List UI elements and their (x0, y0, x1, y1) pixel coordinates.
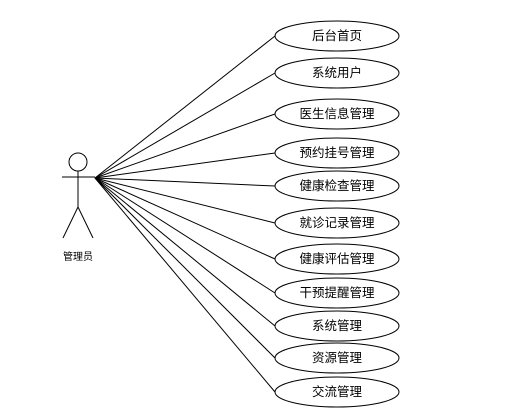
association-lines (94, 35, 276, 393)
use-case-label: 系统管理 (311, 318, 362, 333)
use-case-label: 医生信息管理 (299, 106, 375, 121)
association-line (94, 177, 276, 393)
association-line (94, 177, 276, 327)
actor-left-leg (62, 206, 79, 239)
use-case-ellipse (274, 137, 400, 169)
actor-label: 管理员 (63, 252, 93, 263)
use-case-label: 健康评估管理 (299, 251, 375, 266)
use-case-ellipse (274, 170, 400, 202)
association-line (94, 177, 276, 359)
use-case-ellipse (274, 310, 400, 342)
use-case-ellipses (274, 20, 400, 408)
use-case-label: 预约挂号管理 (299, 145, 375, 160)
association-line (94, 177, 276, 224)
actor-figure (62, 152, 95, 239)
association-line (94, 177, 276, 187)
use-case-label: 就诊记录管理 (299, 215, 375, 230)
use-case-label: 干预提醒管理 (299, 285, 375, 300)
use-case-ellipse (274, 57, 400, 89)
actor-head (68, 152, 88, 172)
association-line (94, 152, 276, 179)
association-line (94, 177, 276, 294)
use-case-label: 系统用户 (311, 65, 362, 80)
use-case-label: 资源管理 (311, 350, 362, 365)
association-line (94, 72, 276, 179)
use-case-ellipse (274, 376, 400, 408)
use-case-ellipse (274, 98, 400, 130)
association-line (94, 35, 276, 179)
use-case-label: 后台首页 (311, 28, 362, 43)
use-case-label: 交流管理 (311, 384, 362, 399)
association-line (94, 113, 276, 179)
use-case-ellipse (274, 342, 400, 374)
use-case-ellipse (274, 20, 400, 52)
use-case-label: 健康检查管理 (299, 178, 375, 193)
use-case-ellipse (274, 243, 400, 275)
use-case-ellipse (274, 277, 400, 309)
actor-right-leg (77, 206, 94, 239)
association-line (94, 177, 276, 260)
use-case-ellipse (274, 207, 400, 239)
